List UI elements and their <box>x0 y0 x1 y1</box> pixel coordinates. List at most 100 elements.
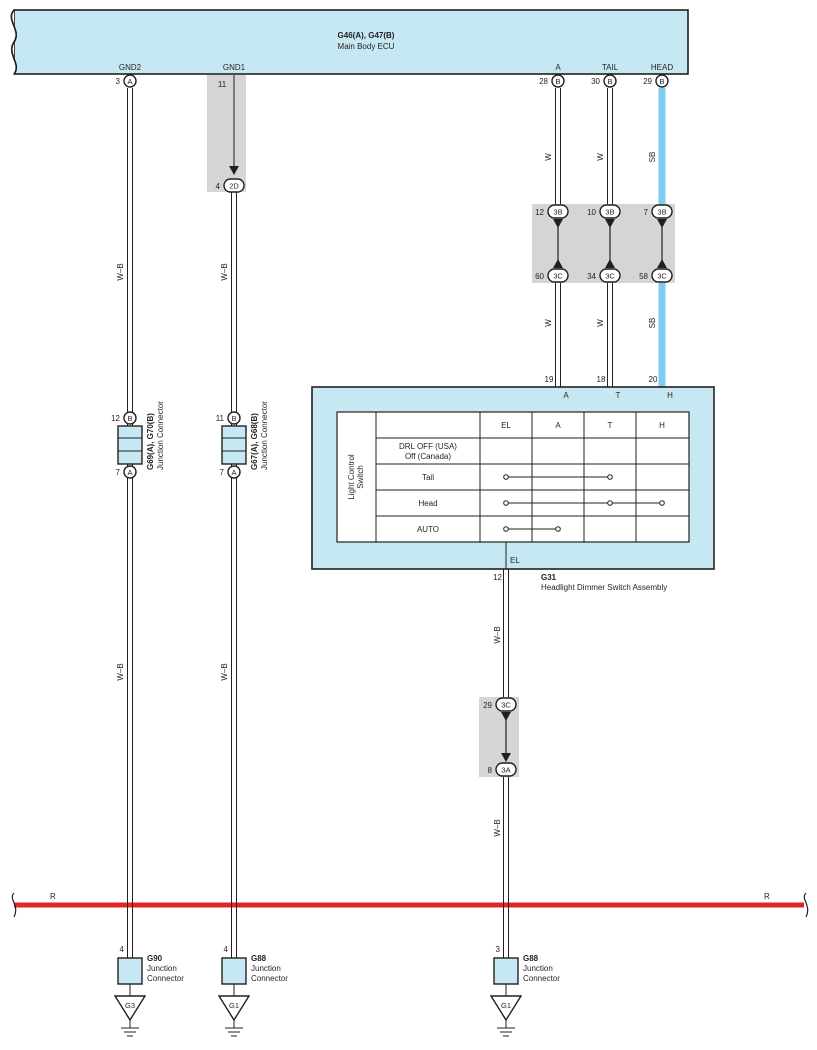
wire-color-wb: W–B <box>493 819 502 836</box>
wire-color-wb: W–B <box>493 626 502 643</box>
pin-number: 12 <box>535 208 544 217</box>
arrow-head-icon <box>501 712 511 721</box>
svg-text:3B: 3B <box>553 208 562 217</box>
red-wire-r: R R <box>11 892 809 918</box>
ecu-pin-a: B 28 <box>539 74 565 88</box>
pin-number: 4 <box>120 945 125 954</box>
pin-number: 30 <box>591 77 600 86</box>
continuity-auto <box>503 526 561 532</box>
pin-number: 29 <box>643 77 652 86</box>
main-body-ecu: G46(A), G47(B) Main Body ECU GND2 GND1 A… <box>3 9 689 75</box>
pin-number: 7 <box>644 208 649 217</box>
pin-number: 7 <box>116 468 121 477</box>
headlight-dimmer-switch-assembly: 19 18 20 A T H EL A T H Light Control Sw… <box>311 375 715 592</box>
ground-code: G1 <box>229 1001 239 1010</box>
pin-number: 60 <box>535 272 544 281</box>
wire-color-r-left: R <box>50 892 56 901</box>
svg-text:3C: 3C <box>657 272 667 281</box>
connector-code: G90 <box>147 954 163 963</box>
pin-number: 3 <box>116 77 121 86</box>
wire-color-r-right: R <box>764 892 770 901</box>
pin-number: 28 <box>539 77 548 86</box>
ecu-subtitle: Main Body ECU <box>338 42 395 51</box>
pin-number: 4 <box>224 945 229 954</box>
ground-code: G3 <box>125 1001 135 1010</box>
arrow-head-icon <box>553 219 563 228</box>
svg-text:3C: 3C <box>605 272 615 281</box>
junction-connector-label: Junction Connector <box>156 401 165 470</box>
switch-row-label: Head <box>418 499 437 508</box>
switch-column-header: T <box>608 421 613 430</box>
wire-color-wb: W–B <box>116 263 125 280</box>
switch-table: EL A T H Light Control Switch DRL OFF (U… <box>336 411 690 543</box>
wire-color-w: W <box>544 153 553 161</box>
connector-label: Junction <box>523 964 553 973</box>
switch-column-header: EL <box>501 421 511 430</box>
pin-number: 7 <box>220 468 225 477</box>
arrow-head-icon <box>229 166 239 175</box>
junction-connector-g67-g68: B 11 A 7 G67(A), G68(B) Junction Connect… <box>216 401 269 479</box>
connector-label: Connector <box>147 974 184 983</box>
pin-number: 18 <box>597 375 606 384</box>
bottom-connector-g88-a: 4 G88 Junction Connector G1 <box>217 945 288 1037</box>
pin-number: 11 <box>218 80 227 89</box>
switch-side-label: Switch <box>356 465 365 489</box>
inline-connector-top-group: 3B 12 3C 60 3B 10 3C 34 3B 7 3C 58 <box>535 204 673 283</box>
ecu-terminal-a: A <box>555 63 561 72</box>
continuity-tail <box>503 474 613 480</box>
svg-text:2D: 2D <box>229 182 239 191</box>
svg-text:B: B <box>231 414 236 423</box>
junction-connector-code: G69(A), G70(B) <box>146 413 155 470</box>
wire-color-sb: SB <box>648 152 657 163</box>
switch-output-label: EL <box>510 556 520 565</box>
switch-terminal-label: A <box>563 391 569 400</box>
wire-color-w: W <box>596 153 605 161</box>
wire-color-wb: W–B <box>220 263 229 280</box>
wire-gnd1 <box>229 75 239 958</box>
svg-text:A: A <box>127 468 132 477</box>
switch-terminal-label: H <box>667 391 673 400</box>
ground-code: G1 <box>501 1001 511 1010</box>
junction-connector-code: G67(A), G68(B) <box>250 413 259 470</box>
ground-icon <box>217 995 251 1022</box>
arrow-head-icon <box>657 259 667 268</box>
continuity-head <box>503 500 665 506</box>
pin-number: 3 <box>496 945 501 954</box>
ecu-terminal-gnd1: GND1 <box>223 63 246 72</box>
switch-row-label: Off (Canada) <box>405 452 451 461</box>
ecu-pin-tail: B 30 <box>591 74 617 88</box>
bottom-connector-g88-b: 3 G88 Junction Connector G1 <box>489 945 560 1037</box>
wire-el <box>503 569 509 958</box>
svg-text:3B: 3B <box>605 208 614 217</box>
pin-number: 10 <box>587 208 596 217</box>
pin-number: 58 <box>639 272 648 281</box>
connector-label: Junction <box>147 964 177 973</box>
ground-icon <box>113 995 147 1022</box>
wire-color-labels: W W SB W W SB W–B W–B W–B W–B W–B W–B <box>116 152 657 837</box>
switch-row-label: DRL OFF (USA) <box>399 442 457 451</box>
svg-text:A: A <box>127 77 132 86</box>
connector-label: Junction <box>251 964 281 973</box>
pin-number: 8 <box>488 766 493 775</box>
bottom-connector-g90: 4 G90 Junction Connector G3 <box>113 945 184 1037</box>
switch-name: Headlight Dimmer Switch Assembly <box>541 583 667 592</box>
svg-text:3B: 3B <box>657 208 666 217</box>
wire-gnd2 <box>127 88 133 958</box>
junction-connector-label: Junction Connector <box>260 401 269 470</box>
inline-connector-bg-gnd1 <box>207 75 246 192</box>
ecu-terminal-gnd2: GND2 <box>119 63 142 72</box>
wire-tail <box>607 88 613 410</box>
switch-row-label: Tail <box>422 473 434 482</box>
ecu-pin-gnd2: A 3 <box>116 74 137 88</box>
switch-terminal-label: T <box>616 391 621 400</box>
junction-connector-g69-g70: B 12 A 7 G69(A), G70(B) Junction Connect… <box>111 401 165 479</box>
arrow-head-icon <box>501 753 511 762</box>
ground-icon <box>489 995 523 1022</box>
svg-text:B: B <box>607 77 612 86</box>
wire-color-wb: W–B <box>220 663 229 680</box>
arrow-head-icon <box>605 219 615 228</box>
connector-label: Connector <box>251 974 288 983</box>
connector-code: G88 <box>251 954 267 963</box>
ecu-pin-head: B 29 <box>643 74 669 88</box>
